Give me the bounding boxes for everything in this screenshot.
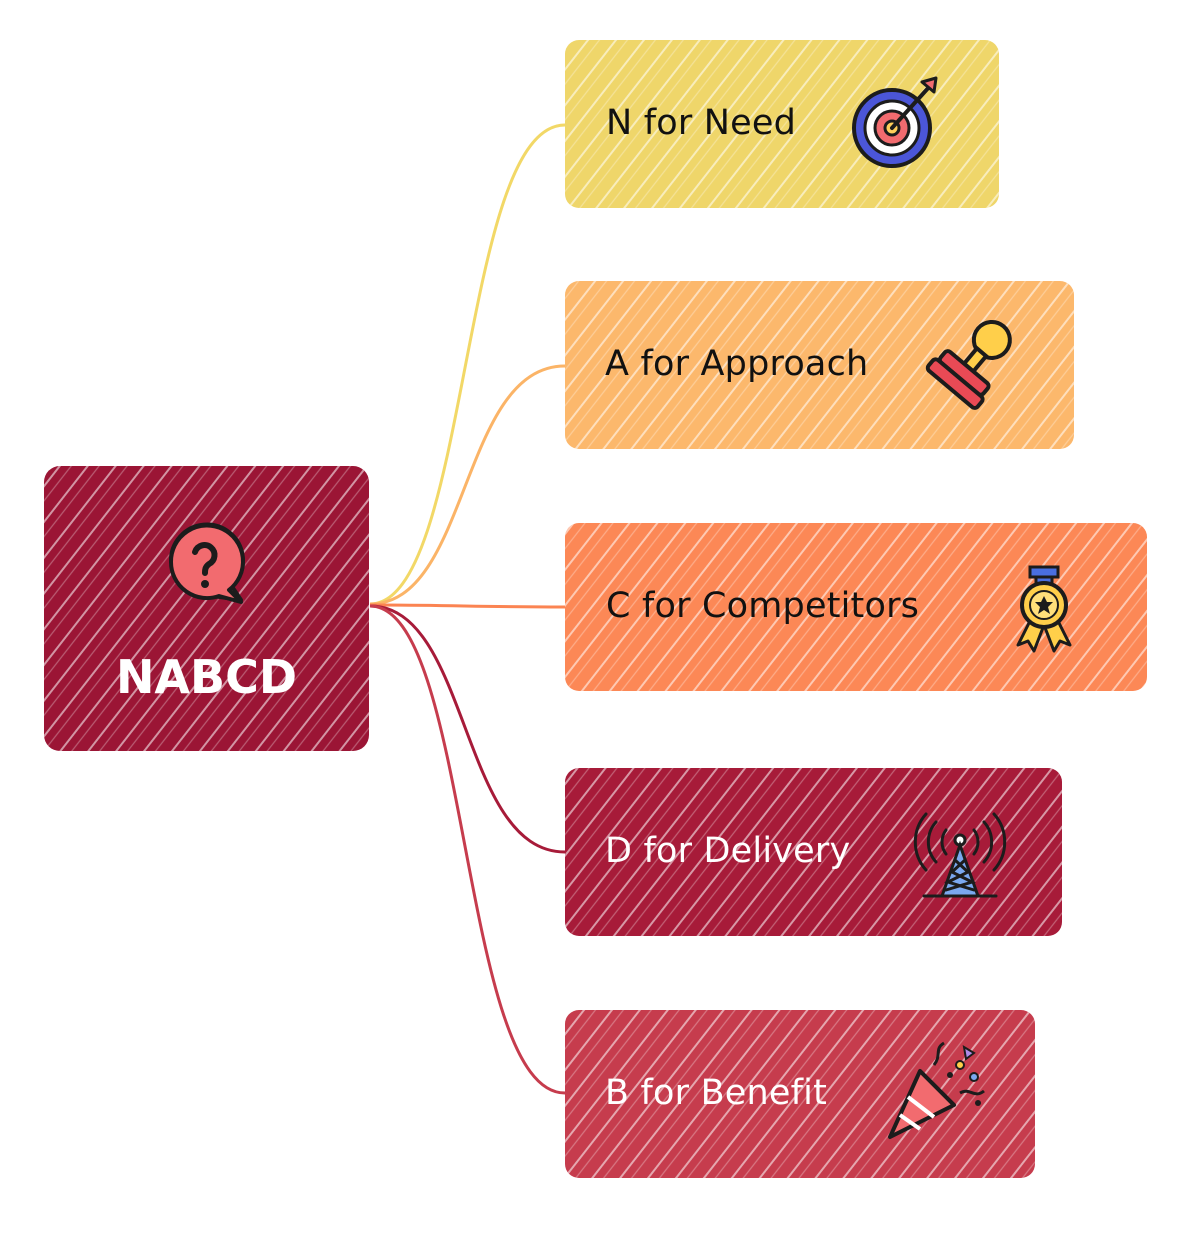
branch-node-benefit (565, 1010, 1035, 1178)
medal-icon (1016, 565, 1072, 653)
target-icon (852, 76, 938, 168)
branch-node-need (565, 40, 999, 208)
connector-need (369, 123, 566, 606)
connector-approach (369, 364, 566, 606)
stamp-icon (925, 319, 1012, 410)
branch-node-approach (565, 281, 1074, 449)
branch-label-competitors: C for Competitors (606, 586, 920, 626)
connector-benefit (369, 604, 566, 1095)
branch-label-benefit: B for Benefit (605, 1073, 828, 1113)
branch-node-delivery (565, 768, 1062, 936)
connectors (369, 123, 566, 1095)
branch-label-approach: A for Approach (605, 344, 869, 384)
branch-label-need: N for Need (606, 103, 797, 143)
branch-label-delivery: D for Delivery (605, 831, 851, 871)
root-node (44, 466, 369, 751)
signal-tower-icon (913, 812, 1007, 898)
connector-competitors (369, 603, 566, 609)
question-bubble-icon (168, 522, 245, 604)
party-popper-icon (888, 1041, 985, 1139)
root-title: NABCD (115, 650, 298, 704)
connector-delivery (369, 604, 566, 854)
branch-node-competitors (565, 523, 1147, 691)
